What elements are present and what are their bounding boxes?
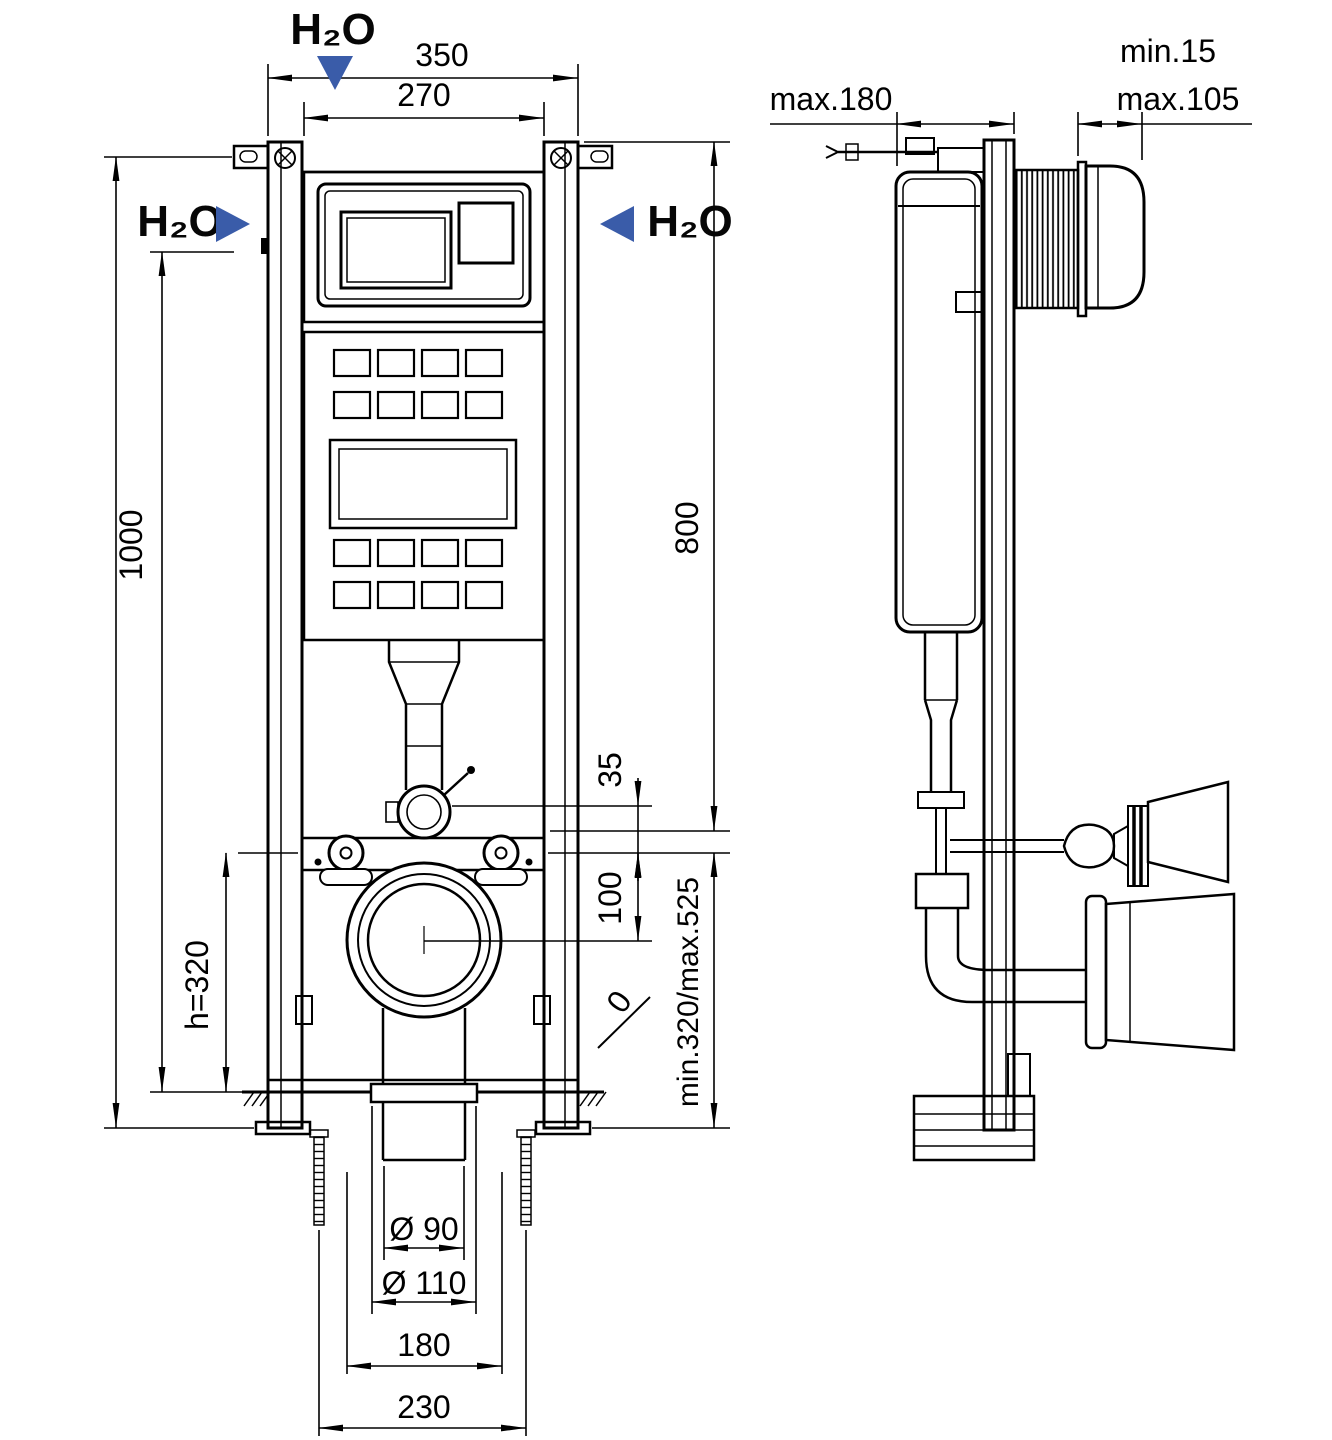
floor-anchor-side <box>912 1053 1036 1162</box>
water-flow-arrow-left-icon <box>600 206 634 242</box>
foot-plate-right <box>534 1120 592 1136</box>
water-flow-arrow-right-icon <box>216 206 250 242</box>
h2o-label-left: H₂O <box>137 197 223 246</box>
flush-button-large <box>339 210 453 290</box>
supply-connector <box>950 780 1230 887</box>
dim-180: 180 <box>346 1172 503 1374</box>
dim-label-dia90: Ø 90 <box>389 1211 458 1247</box>
dim-min320-max525: min.320/max.525 <box>592 852 730 1129</box>
flush-pipe <box>387 640 461 790</box>
dim-270: 270 <box>303 77 545 136</box>
frame-screw-left <box>274 147 296 169</box>
flush-actuator <box>1014 160 1146 318</box>
dim-min15-max105: min.15 max.105 <box>1077 33 1252 160</box>
cistern-cover <box>302 330 546 642</box>
service-window <box>328 438 518 530</box>
dim-label-100: 100 <box>592 871 628 924</box>
drain-collar <box>1084 894 1108 1050</box>
dim-label-800: 800 <box>669 501 705 554</box>
pipe-clamp <box>385 766 475 840</box>
wall-rail-side <box>982 138 1016 1132</box>
dim-slope-0: 0 <box>597 984 651 1049</box>
flush-plate <box>302 170 546 333</box>
dim-label-max180: max.180 <box>770 81 893 117</box>
dim-100: 100 <box>424 852 652 942</box>
wall-bracket-left <box>232 144 270 170</box>
dim-label-dia110: Ø 110 <box>382 1265 467 1301</box>
drain-socket <box>1104 892 1236 1052</box>
dim-label-min15: min.15 <box>1120 33 1216 69</box>
dim-max180: max.180 <box>770 81 1015 166</box>
outlet-pipe <box>369 1008 479 1162</box>
dim-800: 800 <box>550 141 730 832</box>
dim-35: 35 <box>452 752 730 881</box>
dim-label-h320: h=320 <box>179 940 215 1030</box>
cistern-side <box>894 137 985 634</box>
anchor-rods <box>309 1129 536 1226</box>
dim-label-350: 350 <box>415 37 468 73</box>
drain-outlet <box>345 861 503 1019</box>
dim-230: 230 <box>318 1230 527 1436</box>
dimensions: 350 270 1000 h=320 800 <box>104 33 1252 1436</box>
dim-label-180: 180 <box>397 1327 450 1363</box>
actuator-cap <box>1084 164 1146 310</box>
connector-cone <box>1146 780 1230 884</box>
water-connections: H₂O H₂O H₂O <box>137 5 733 246</box>
dim-dia90: Ø 90 <box>383 1166 465 1260</box>
dim-overall-height <box>104 156 254 1129</box>
dim-h320: h=320 <box>179 852 298 1092</box>
side-view <box>825 137 1236 1162</box>
wall-bracket-right <box>576 144 614 170</box>
dim-label-230: 230 <box>397 1389 450 1425</box>
foot-plate-left <box>254 1120 312 1136</box>
dim-label-1000: 1000 <box>113 509 149 580</box>
water-supply-stub <box>825 143 938 161</box>
dim-label-270: 270 <box>397 77 450 113</box>
dim-350: 350 <box>267 37 579 136</box>
front-view <box>232 140 614 1226</box>
water-flow-arrow-down-icon <box>317 56 353 90</box>
pan-fixing-bracket <box>302 834 544 886</box>
flush-button-small <box>457 201 515 265</box>
water-inlet-mark <box>261 238 269 254</box>
fixing-point-left <box>327 834 365 872</box>
fill-valve-top <box>905 137 935 155</box>
frame-screw-right <box>550 147 572 169</box>
h2o-label-right: H₂O <box>647 197 733 246</box>
dim-label-max105: max.105 <box>1117 81 1240 117</box>
h2o-label-top: H₂O <box>290 5 376 54</box>
dim-label-min-max: min.320/max.525 <box>672 877 705 1107</box>
drain-connector <box>914 872 1236 1052</box>
dim-dia110: Ø 110 <box>371 1106 477 1314</box>
fixing-point-right <box>482 834 520 872</box>
dim-label-35: 35 <box>592 752 628 788</box>
dim-1000: 1000 <box>113 251 242 1093</box>
outlet-flange <box>369 1082 479 1104</box>
flush-bend-side <box>917 632 965 874</box>
